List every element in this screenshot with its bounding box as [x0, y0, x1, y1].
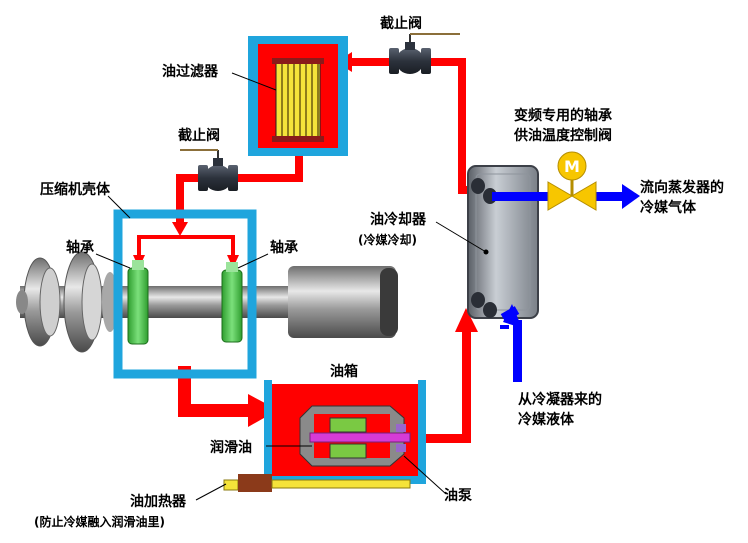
compressor-housing-label: 压缩机壳体 — [40, 181, 111, 198]
stop-valve-top-label: 截止阀 — [380, 15, 422, 32]
stop-valve-mid — [180, 149, 238, 191]
to-evaporator-label-line1: 流向蒸发器的 — [640, 179, 724, 196]
oil-flow-arrow-down-to-compressor — [172, 222, 188, 236]
oil-tank-label: 油箱 — [330, 363, 358, 380]
bearing-left-leader — [95, 253, 131, 269]
bearing-left — [127, 260, 149, 345]
bearing-right — [221, 262, 243, 343]
from-condenser-label-line2: 冷媒液体 — [518, 411, 575, 428]
bearing-right-label: 轴承 — [270, 239, 298, 256]
temperature-control-valve: M — [547, 151, 597, 211]
oil-heater-sublabel: (防止冷媒融入润滑油里) — [34, 514, 165, 529]
bearing-oil-feed — [133, 235, 239, 268]
to-evaporator-label-line2: 冷媒气体 — [640, 199, 697, 216]
control-valve-label-line1: 变频专用的轴承 — [514, 107, 612, 124]
oil-cooler-label: 油冷却器 — [370, 211, 427, 228]
stop-valve-mid-label: 截止阀 — [178, 127, 220, 144]
oil-heater-leader — [195, 483, 227, 501]
oil-filter — [248, 36, 348, 156]
oil-filter-leader — [231, 72, 277, 91]
oil-cooler-sublabel: (冷媒冷却) — [358, 232, 417, 247]
oil-heater-label: 油加热器 — [130, 493, 187, 510]
valve-motor-symbol: M — [564, 157, 580, 176]
refrigerant-arrow-to-evaporator — [622, 184, 640, 209]
oil-cooler-leader — [435, 221, 487, 253]
bearing-left-label: 轴承 — [66, 239, 94, 256]
oil-lines — [176, 58, 480, 443]
oil-tank — [264, 380, 426, 484]
oil-cooler-leader-dot — [483, 249, 489, 255]
oil-flow-arrow-up-to-cooler — [455, 308, 478, 332]
refrigerant-lines — [492, 192, 624, 382]
oil-cooler — [467, 165, 539, 319]
bearing-right-leader — [237, 253, 269, 269]
stop-valve-top — [389, 33, 460, 74]
compressor-housing-leader — [107, 195, 131, 219]
compressor-shaft — [16, 251, 398, 353]
lubricating-oil-label: 润滑油 — [210, 439, 252, 456]
compressor-housing — [113, 209, 257, 379]
control-valve-label-line2: 供油温度控制阀 — [513, 127, 612, 144]
oil-filter-label: 油过滤器 — [162, 63, 219, 80]
oil-heater — [223, 474, 411, 492]
oil-flow-arrow-into-tank — [248, 394, 278, 427]
from-condenser-label-line1: 从冷凝器来的 — [518, 391, 602, 408]
oil-pump-leader — [403, 455, 447, 495]
oil-pump-label: 油泵 — [444, 487, 472, 504]
